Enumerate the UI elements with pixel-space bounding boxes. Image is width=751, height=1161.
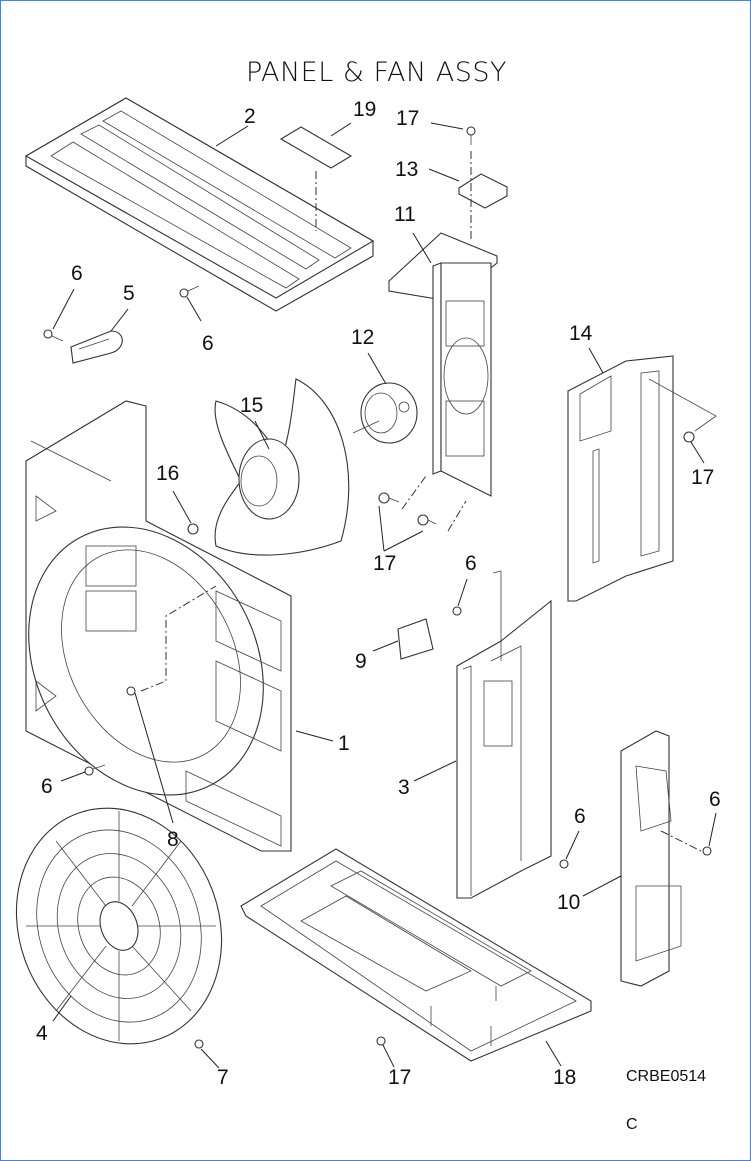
callout-3: 3 bbox=[398, 776, 410, 799]
leader-lines bbox=[52, 122, 717, 1069]
diagram-title: PANEL & FAN ASSY bbox=[245, 57, 508, 88]
part-top-panel bbox=[24, 97, 375, 312]
callout-6-service: 6 bbox=[709, 788, 721, 811]
part-fan-motor bbox=[352, 382, 418, 444]
callout-16: 16 bbox=[156, 462, 180, 485]
callout-13: 13 bbox=[395, 158, 419, 181]
screw-6-front bbox=[84, 764, 106, 776]
callout-17-base: 17 bbox=[388, 1066, 412, 1089]
part-nut bbox=[187, 523, 199, 535]
callout-17-top: 17 bbox=[396, 107, 420, 130]
callout-6-front: 6 bbox=[41, 775, 53, 798]
callout-15: 15 bbox=[240, 394, 264, 417]
callout-18: 18 bbox=[553, 1066, 577, 1089]
part-side-panel bbox=[456, 570, 552, 899]
callout-11: 11 bbox=[394, 203, 416, 226]
callout-5: 5 bbox=[123, 282, 135, 305]
revision-mark: C bbox=[626, 1116, 638, 1133]
part-cover-plate bbox=[397, 618, 434, 660]
part-front-panel bbox=[25, 400, 292, 852]
part-base-plate bbox=[240, 848, 592, 1062]
part-motor-support bbox=[388, 232, 498, 497]
callout-14: 14 bbox=[569, 322, 593, 345]
callout-2: 2 bbox=[244, 105, 256, 128]
callout-17-motor: 17 bbox=[373, 552, 397, 575]
part-motor-bracket-clip bbox=[458, 126, 508, 241]
callout-12: 12 bbox=[351, 326, 375, 349]
callout-6-cover: 6 bbox=[465, 552, 477, 575]
callout-17-partition: 17 bbox=[691, 466, 715, 489]
part-handle bbox=[43, 285, 200, 364]
callout-19: 19 bbox=[353, 98, 377, 121]
screw-6-cover bbox=[452, 606, 462, 616]
screws-17-motor bbox=[378, 475, 467, 532]
callout-4: 4 bbox=[36, 1022, 48, 1045]
callout-7: 7 bbox=[217, 1066, 229, 1089]
part-partition-plate bbox=[567, 355, 717, 602]
callout-9: 9 bbox=[355, 650, 367, 673]
part-label-sticker bbox=[279, 126, 353, 231]
drawing-code: CRBE0514 bbox=[626, 1068, 707, 1085]
callout-6-handle: 6 bbox=[71, 262, 83, 285]
callout-8: 8 bbox=[167, 828, 179, 851]
screw-6-side bbox=[559, 859, 569, 869]
callout-6-panel: 6 bbox=[202, 332, 214, 355]
part-fan-guard bbox=[15, 807, 223, 1049]
part-service-cover bbox=[620, 730, 712, 987]
callout-1: 1 bbox=[338, 732, 350, 755]
callout-6-side: 6 bbox=[574, 805, 586, 828]
callout-10: 10 bbox=[557, 891, 581, 914]
part-propeller-fan bbox=[214, 378, 350, 556]
